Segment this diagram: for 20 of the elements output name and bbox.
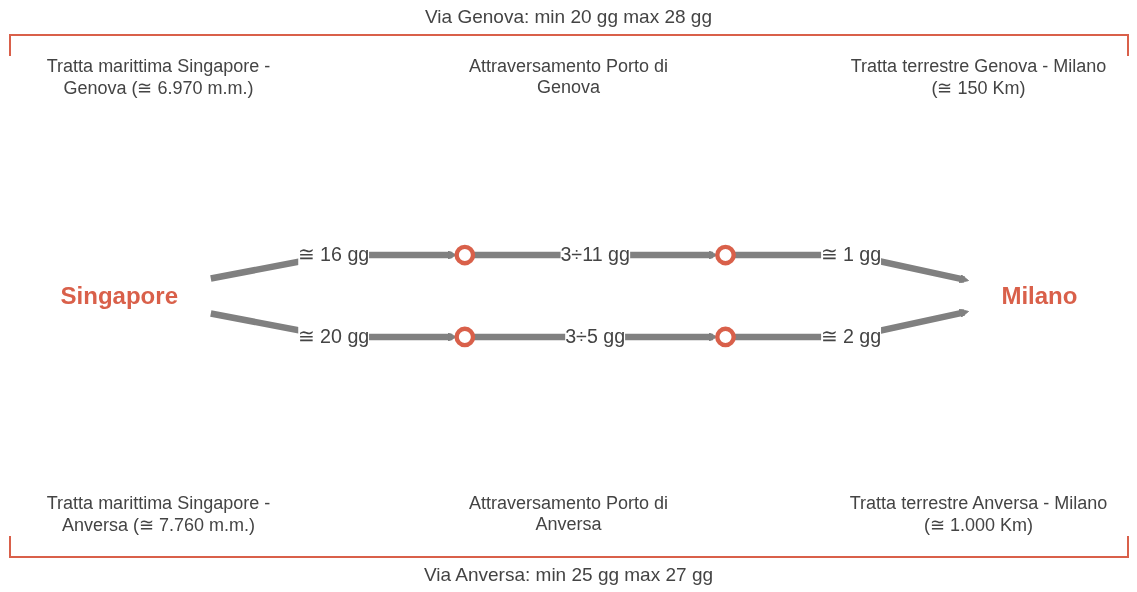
edge-label: 3÷11 gg [559, 243, 630, 266]
edge-label: ≅ 16 gg [297, 243, 369, 266]
segment-description: Attraversamento Porto di Anversa [467, 493, 670, 536]
edge-label: ≅ 1 gg [820, 243, 881, 266]
node-circle [714, 244, 736, 266]
node-circle [453, 326, 475, 348]
node-text: Singapore [60, 282, 178, 310]
edge-label: ≅ 2 gg [820, 325, 881, 348]
segment-description: Tratta marittima Singapore - Anversa (≅ 7.760 m.m.) [45, 493, 272, 536]
node-circle [453, 244, 475, 266]
segment-description: Tratta marittima Singapore - Genova (≅ 6.970 m.m.) [45, 56, 272, 99]
route-total-label: Via Anversa: min 25 gg max 27 gg [422, 563, 714, 587]
edge-label: ≅ 20 gg [297, 325, 369, 348]
segment-description: Tratta terrestre Genova - Milano (≅ 150 Km) [849, 56, 1108, 99]
node-circle [714, 326, 736, 348]
edge-label: 3÷5 gg [564, 325, 625, 348]
segment-description: Tratta terrestre Anversa - Milano (≅ 1.000 Km) [848, 493, 1109, 536]
segment-description: Attraversamento Porto di Genova [467, 56, 670, 99]
route-total-label: Via Genova: min 20 gg max 28 gg [424, 5, 713, 29]
node-text: Milano [1000, 282, 1077, 310]
